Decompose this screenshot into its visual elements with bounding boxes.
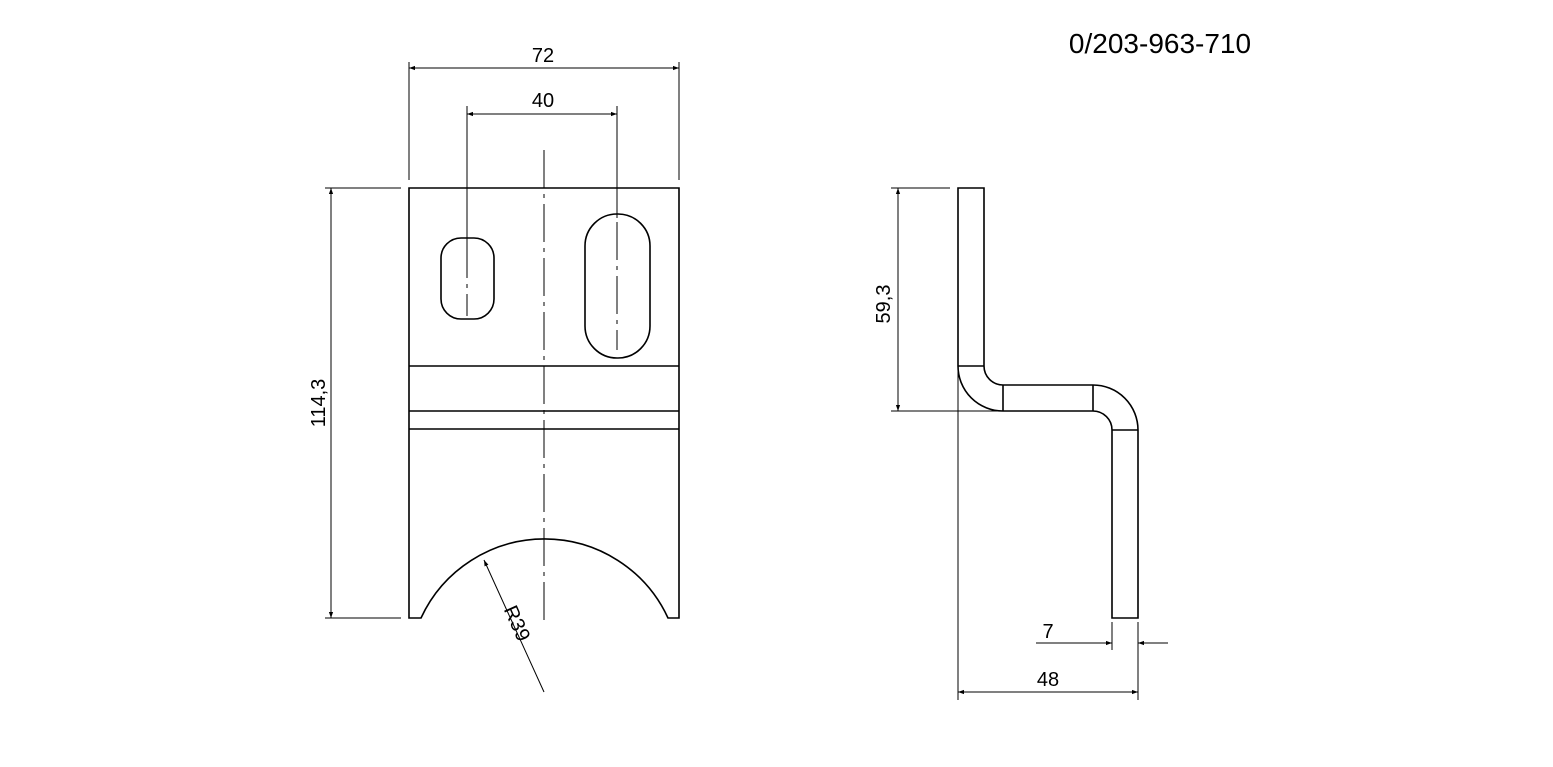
dim-label-48: 48: [1037, 669, 1059, 691]
front-view: 72 40 114,3 R39: [308, 45, 680, 693]
dim-label-114: 114,3: [308, 379, 330, 428]
side-view: 59,3 48 7: [873, 187, 1168, 700]
dim-label-40: 40: [532, 90, 554, 112]
front-outline: [408, 187, 680, 619]
dim-label-72: 72: [532, 45, 554, 67]
dim-label-r39: R39: [499, 602, 534, 644]
dim-line-r39: [483, 559, 545, 693]
dim-label-59: 59,3: [873, 285, 895, 324]
part-number: 0/203-963-710: [1069, 28, 1251, 59]
side-profile: [957, 187, 1139, 619]
dim-label-7: 7: [1042, 621, 1053, 643]
